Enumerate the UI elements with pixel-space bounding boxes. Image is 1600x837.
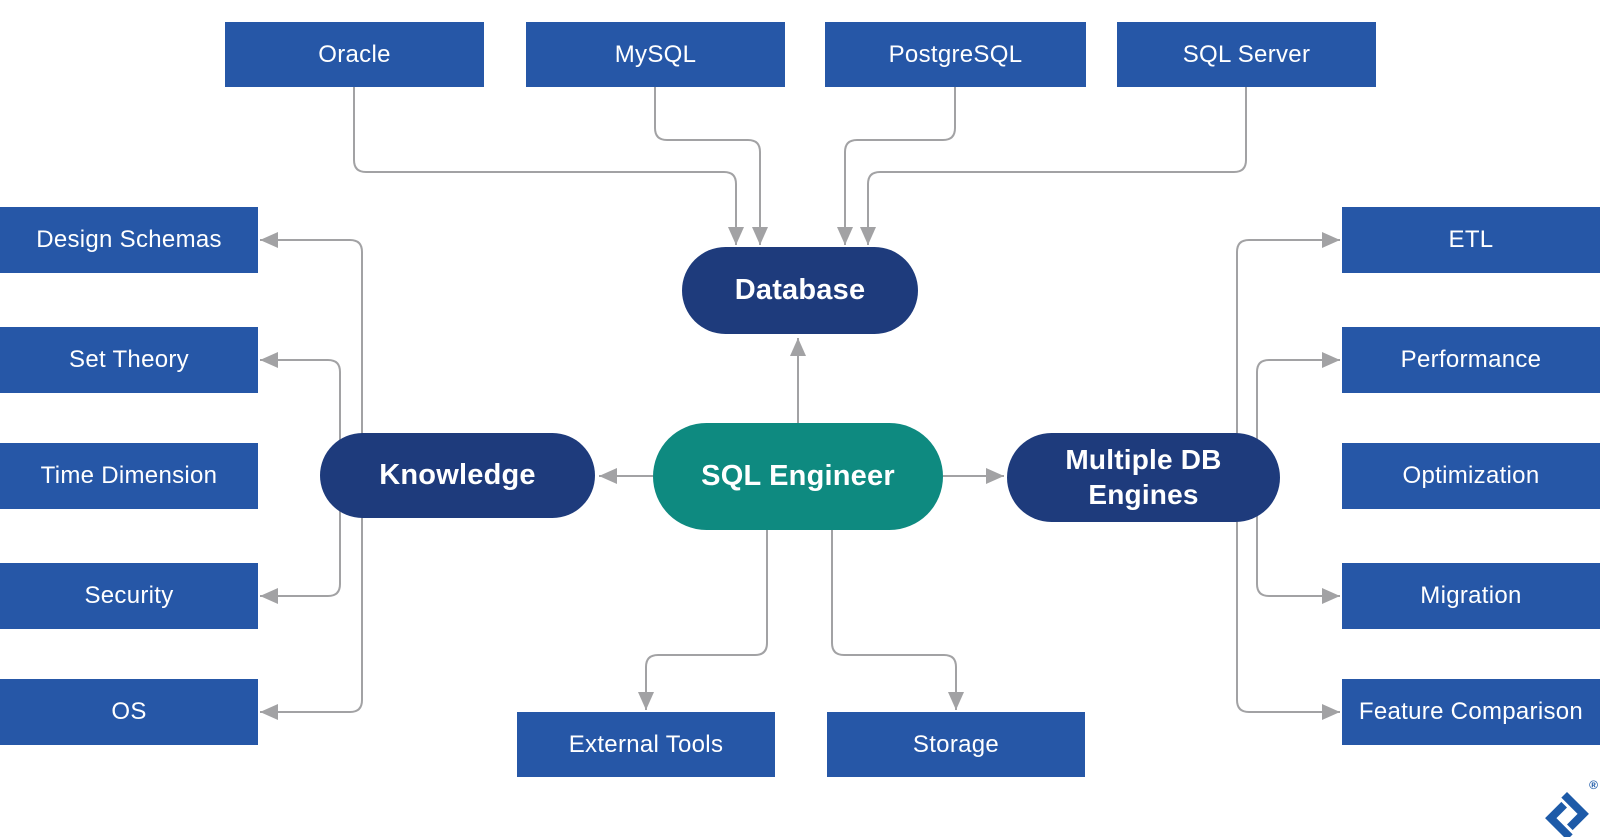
- node-time-dimension: Time Dimension: [0, 443, 258, 509]
- node-knowledge-hub: Knowledge: [320, 433, 595, 518]
- node-mysql: MySQL: [526, 22, 785, 87]
- edge-sqlserver-database: [860, 87, 1247, 245]
- edge-mysql-database: [654, 87, 768, 245]
- node-database-hub: Database: [682, 247, 918, 334]
- toptal-logo-icon: [1545, 791, 1589, 837]
- node-set-theory: Set Theory: [0, 327, 258, 393]
- node-oracle: Oracle: [225, 22, 484, 87]
- edge-sqlengineer-storage: [831, 530, 964, 710]
- node-os: OS: [0, 679, 258, 745]
- edge-sqlengineer-externaltools: [638, 530, 768, 710]
- node-sql-engineer: SQL Engineer: [653, 423, 943, 530]
- node-performance: Performance: [1342, 327, 1600, 393]
- node-external-tools: External Tools: [517, 712, 775, 777]
- toptal-logo: ®: [1537, 778, 1598, 837]
- node-design-schemas: Design Schemas: [0, 207, 258, 273]
- registered-trademark: ®: [1589, 778, 1598, 792]
- node-multiple-db-hub: Multiple DB Engines: [1007, 433, 1280, 522]
- node-sql-server: SQL Server: [1117, 22, 1376, 87]
- node-optimization: Optimization: [1342, 443, 1600, 509]
- node-migration: Migration: [1342, 563, 1600, 629]
- edge-postgresql-database: [837, 87, 956, 245]
- edge-oracle-database: [353, 87, 744, 245]
- node-etl: ETL: [1342, 207, 1600, 273]
- node-security: Security: [0, 563, 258, 629]
- node-storage: Storage: [827, 712, 1085, 777]
- node-postgresql: PostgreSQL: [825, 22, 1086, 87]
- node-feature-comparison: Feature Comparison: [1342, 679, 1600, 745]
